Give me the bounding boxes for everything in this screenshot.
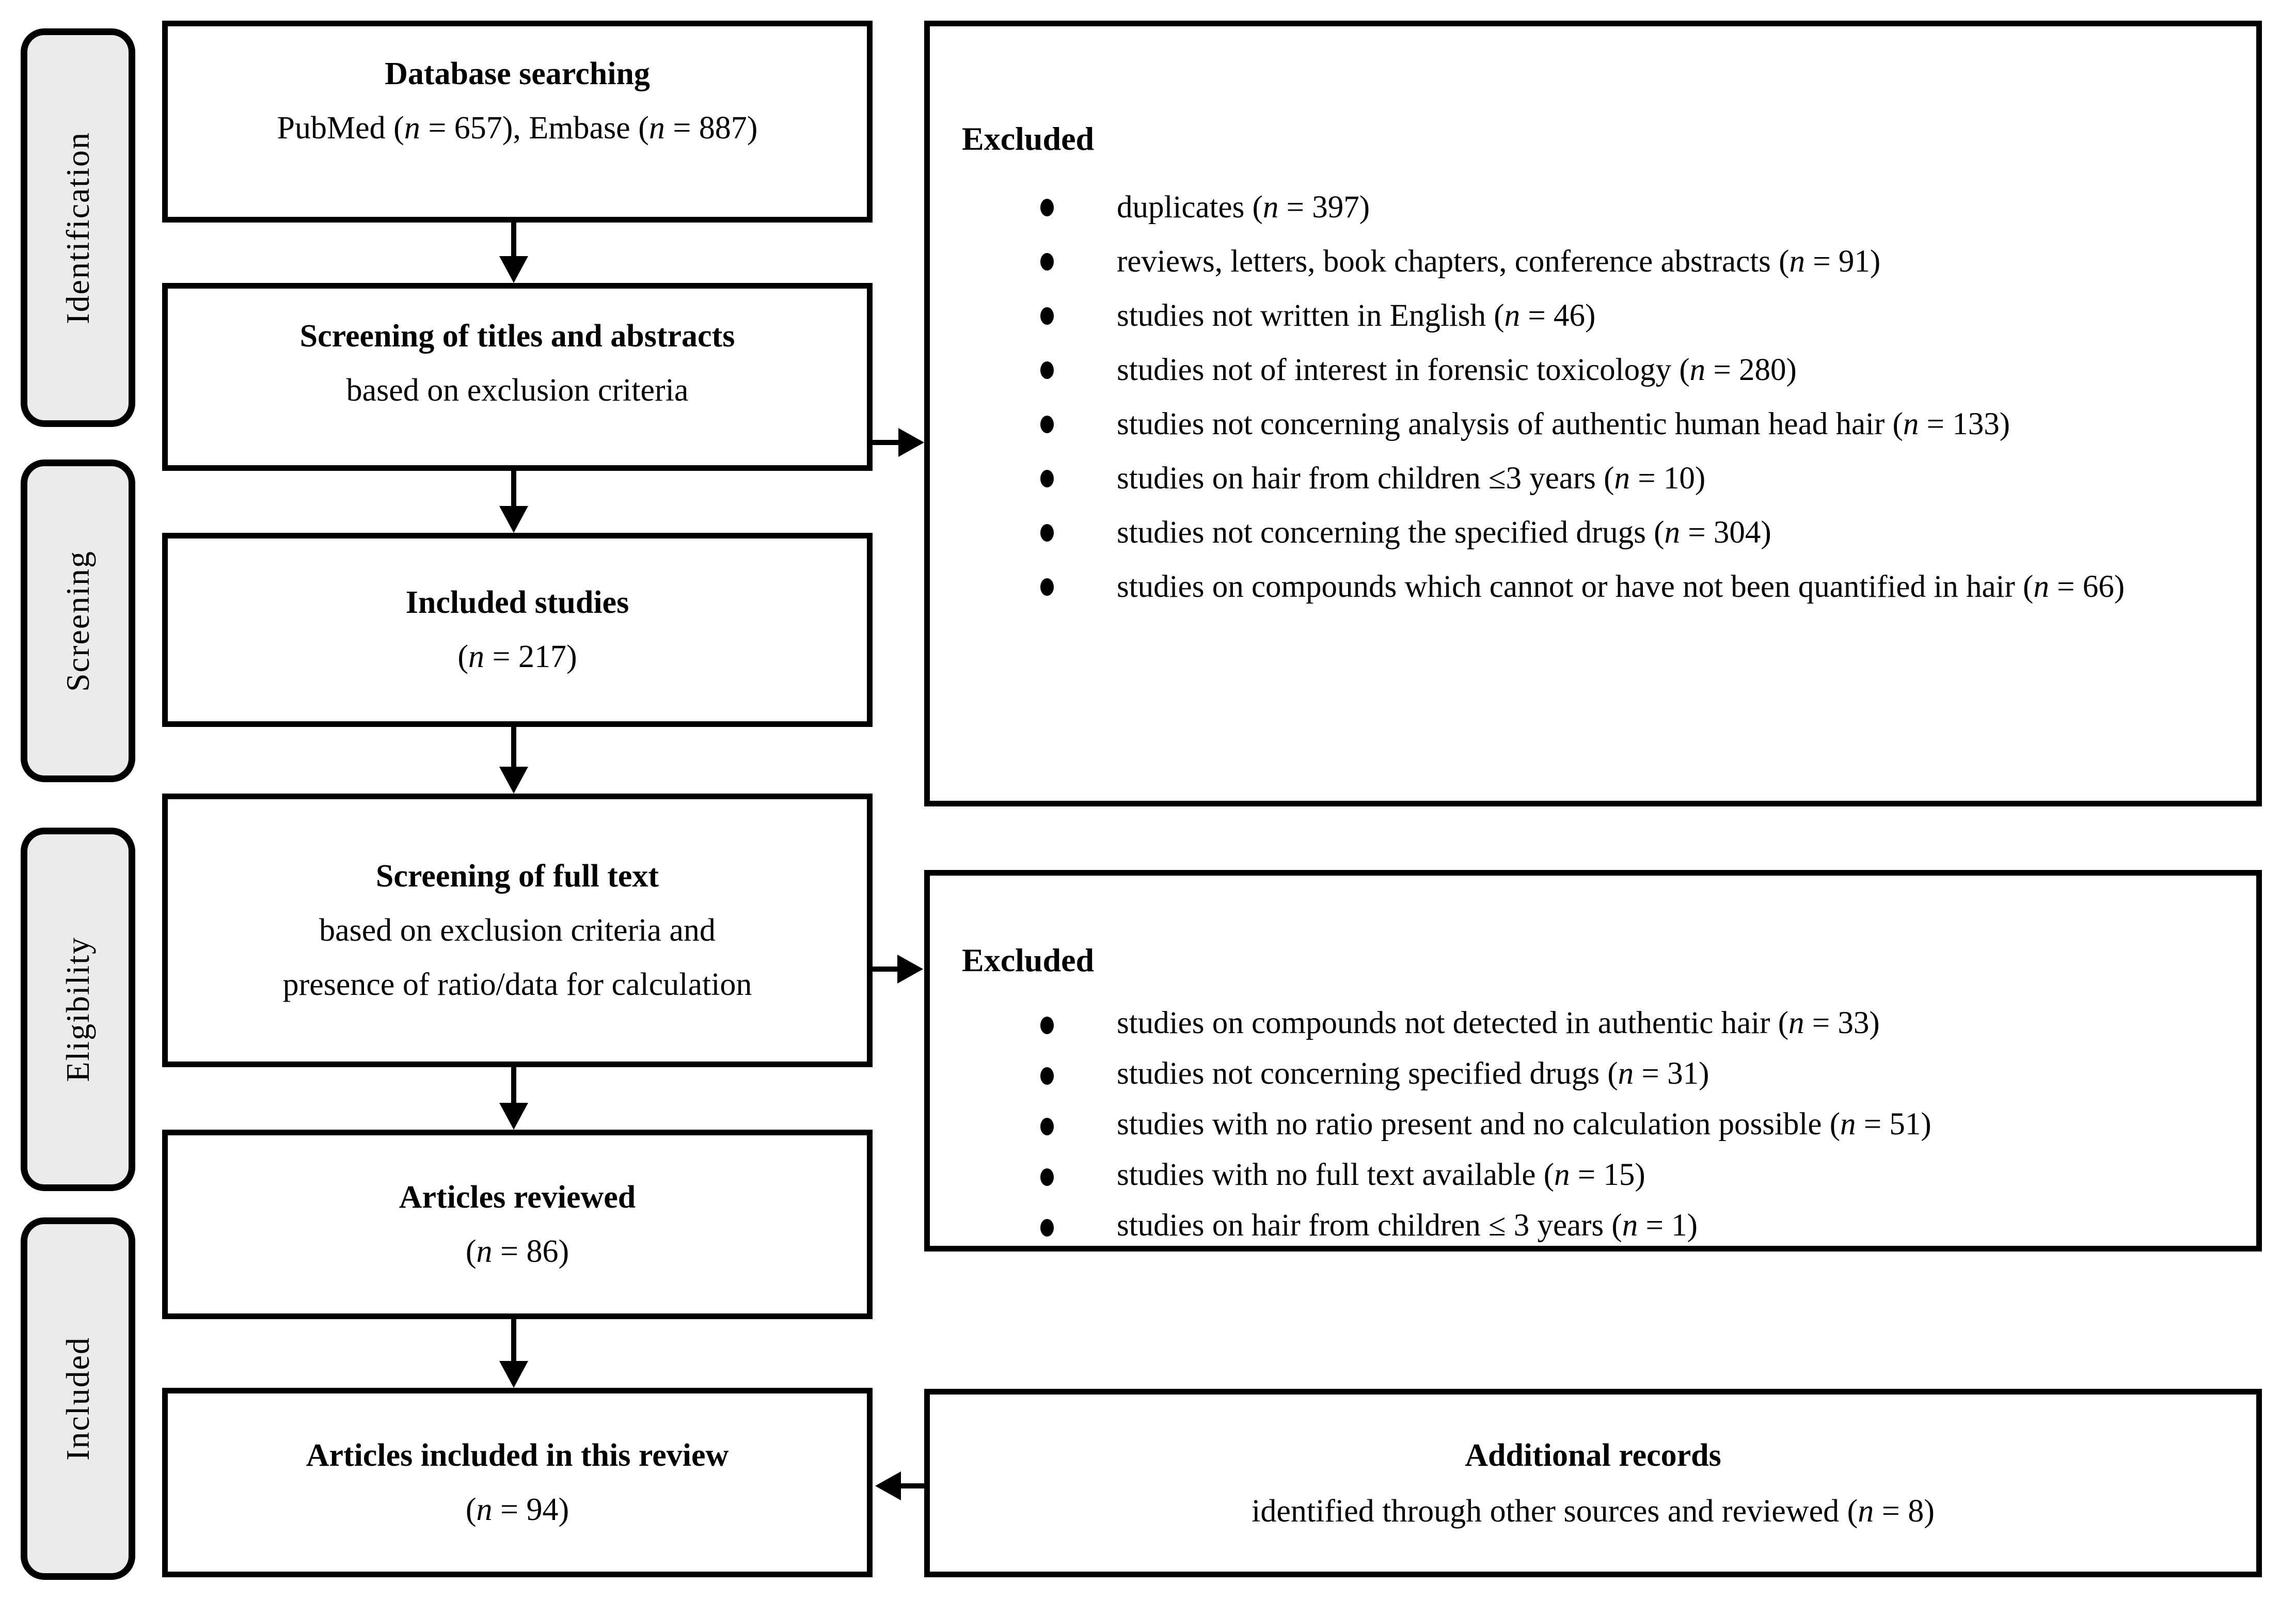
flow-box-title: Articles reviewed bbox=[399, 1179, 636, 1215]
down-arrow-1 bbox=[499, 222, 528, 283]
excluded-item: studies on hair from children ≤ 3 years … bbox=[962, 1200, 2220, 1251]
right-arrow-to-excluded-1 bbox=[873, 428, 924, 457]
right-arrow-to-excluded-2 bbox=[868, 955, 923, 984]
flow-box-subtitle: (n = 217) bbox=[457, 639, 577, 674]
down-arrow-4 bbox=[499, 1067, 528, 1130]
down-arrow-5 bbox=[499, 1319, 528, 1388]
down-arrow-3 bbox=[499, 727, 528, 794]
flow-box-subtitle: based on exclusion criteria and bbox=[319, 912, 716, 948]
flow-box-included-studies: Included studies (n = 217) bbox=[162, 533, 873, 727]
flow-box-title: Database searching bbox=[385, 56, 650, 91]
excluded-list: duplicates (n = 397) reviews, letters, b… bbox=[962, 180, 2220, 614]
excluded-item: studies not concerning specified drugs (… bbox=[962, 1049, 2220, 1099]
excluded-box-2: Excluded studies on compounds not detect… bbox=[924, 870, 2262, 1252]
excluded-box-1: Excluded duplicates (n = 397) reviews, l… bbox=[924, 21, 2262, 806]
flow-box-screening-titles-abstracts: Screening of titles and abstracts based … bbox=[162, 283, 873, 471]
flow-box-subtitle: based on exclusion criteria bbox=[346, 373, 689, 408]
sidebar-item-eligibility: Eligibility bbox=[21, 828, 135, 1191]
flow-box-title: Included studies bbox=[405, 585, 629, 620]
flow-box-subtitle: PubMed (n = 657), Embase (n = 887) bbox=[277, 110, 758, 146]
excluded-item: studies not concerning analysis of authe… bbox=[962, 397, 2220, 451]
flow-box-subtitle: (n = 94) bbox=[465, 1492, 569, 1527]
left-arrow-from-additional bbox=[875, 1471, 924, 1500]
flow-box-title: Articles included in this review bbox=[306, 1437, 729, 1473]
flow-box-articles-reviewed: Articles reviewed (n = 86) bbox=[162, 1130, 873, 1319]
excluded-item: studies with no ratio present and no cal… bbox=[962, 1099, 2220, 1150]
flow-box-database-searching: Database searching PubMed (n = 657), Emb… bbox=[162, 21, 873, 223]
excluded-item: studies with no full text available (n =… bbox=[962, 1150, 2220, 1200]
excluded-item: studies not of interest in forensic toxi… bbox=[962, 343, 2220, 397]
down-arrow-2 bbox=[499, 471, 528, 533]
excluded-item: studies on hair from children ≤3 years (… bbox=[962, 451, 2220, 505]
excluded-item: reviews, letters, book chapters, confere… bbox=[962, 234, 2220, 289]
additional-records-box: Additional records identified through ot… bbox=[924, 1389, 2262, 1577]
stage-label-included: Included bbox=[59, 1337, 96, 1461]
sidebar-item-identification: Identification bbox=[21, 28, 135, 427]
sidebar-item-included: Included bbox=[21, 1217, 135, 1580]
flow-box-title: Screening of titles and abstracts bbox=[299, 319, 735, 354]
stage-label-eligibility: Eligibility bbox=[59, 937, 96, 1082]
flow-box-title: Screening of full text bbox=[375, 858, 659, 894]
flow-box-screening-full-text: Screening of full text based on exclusio… bbox=[162, 794, 873, 1067]
excluded-item: duplicates (n = 397) bbox=[962, 180, 2220, 234]
excluded-heading: Excluded bbox=[962, 120, 1095, 157]
sidebar-item-screening: Screening bbox=[21, 460, 135, 782]
excluded-item: studies not written in English (n = 46) bbox=[962, 289, 2220, 343]
stage-label-screening: Screening bbox=[59, 550, 96, 692]
excluded-list: studies on compounds not detected in aut… bbox=[962, 998, 2220, 1251]
excluded-heading: Excluded bbox=[962, 942, 1095, 978]
excluded-item: studies not concerning the specified dru… bbox=[962, 505, 2220, 560]
additional-records-subtitle: identified through other sources and rev… bbox=[1252, 1493, 1935, 1529]
stage-label-identification: Identification bbox=[59, 131, 96, 324]
flow-box-articles-included: Articles included in this review (n = 94… bbox=[162, 1388, 873, 1577]
flow-box-subtitle: (n = 86) bbox=[465, 1233, 569, 1269]
excluded-item: studies on compounds which cannot or hav… bbox=[962, 560, 2220, 614]
additional-records-title: Additional records bbox=[1465, 1437, 1721, 1473]
excluded-item: studies on compounds not detected in aut… bbox=[962, 998, 2220, 1049]
flow-box-subtitle: presence of ratio/data for calculation bbox=[282, 967, 752, 1002]
